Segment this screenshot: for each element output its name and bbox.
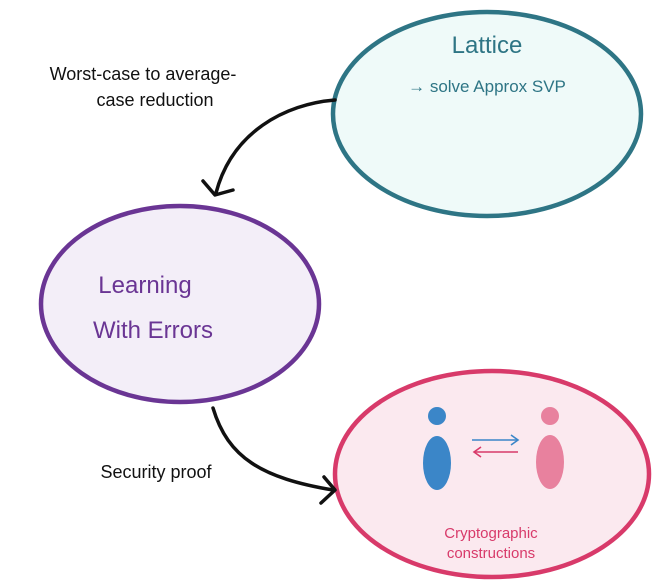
- lwe-ellipse: [38, 203, 322, 405]
- reduction-arrow: [201, 98, 337, 197]
- reduction-label-line1: Worst-case to average-: [50, 64, 237, 84]
- exchange-arrows-icon: [472, 434, 520, 458]
- crypto-label-line2: constructions: [447, 545, 535, 562]
- security-label: Security proof: [100, 462, 212, 482]
- lattice-subtitle: → solve Approx SVP: [408, 77, 566, 96]
- lattice-title: Lattice: [452, 32, 523, 59]
- crypto-label-line1: Cryptographic: [444, 525, 538, 542]
- lattice-ellipse: [330, 9, 644, 219]
- crypto-node: Cryptographic constructions: [332, 368, 652, 580]
- reduction-label-line2: case reduction: [96, 90, 213, 110]
- lwe-node: Learning With Errors: [38, 203, 322, 405]
- lwe-title-line1: Learning: [98, 272, 191, 299]
- lattice-node: Lattice → solve Approx SVP: [330, 9, 644, 219]
- crypto-ellipse: [332, 368, 652, 580]
- person-icon: [423, 407, 451, 490]
- lwe-title-line2: With Errors: [93, 317, 213, 344]
- person-icon: [536, 407, 564, 489]
- security-arrow: [211, 406, 337, 505]
